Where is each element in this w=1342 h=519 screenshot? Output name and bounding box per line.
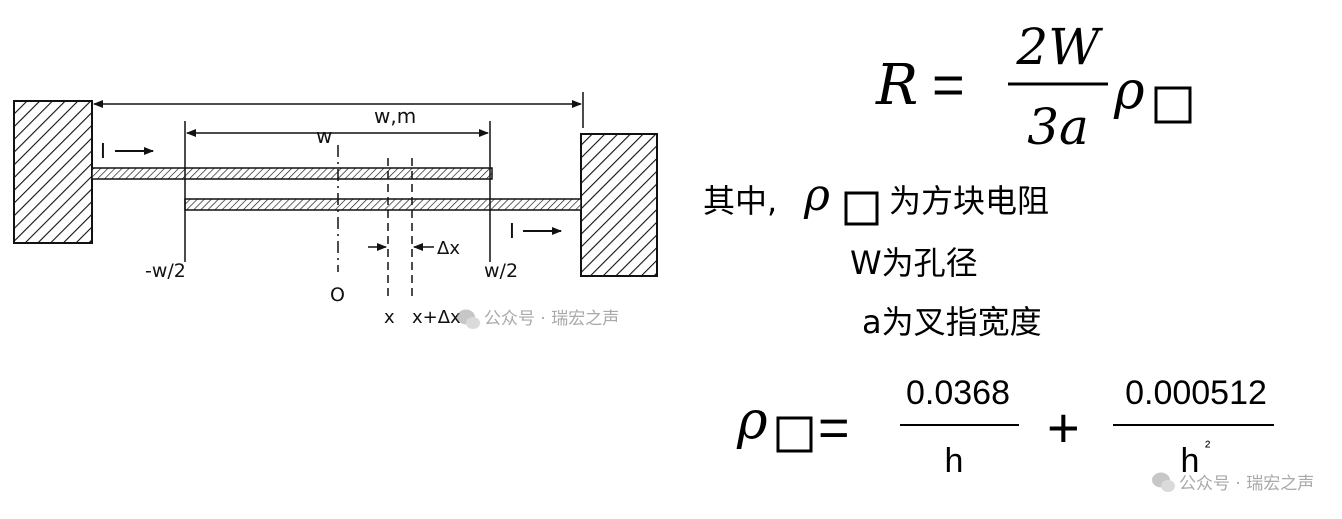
definition-a: a为叉指宽度 <box>862 303 1042 341</box>
wm-label: w,m <box>374 104 416 128</box>
formula-r-square-icon <box>1154 86 1192 124</box>
formula-rho-numerator-1: 0.0368 <box>906 374 1010 412</box>
left-contact-pad <box>13 100 93 244</box>
current-left-label: I <box>100 139 106 163</box>
origin-label: O <box>330 284 345 306</box>
definition-rho: ρ <box>803 170 830 221</box>
upper-finger <box>91 167 493 180</box>
neg-half-width-label: -w/2 <box>145 260 186 282</box>
formula-r-lhs: R <box>875 53 918 118</box>
x-dx-label: x+Δx <box>412 307 461 328</box>
formula-rho-square-icon <box>776 416 813 453</box>
formula-r-numerator: 2W <box>1015 18 1103 76</box>
dx-label: Δx <box>437 238 460 259</box>
formula-r-equals: = <box>932 53 965 116</box>
x-label: x <box>384 307 395 328</box>
formula-rho-numerator-2: 0.000512 <box>1125 374 1267 412</box>
definitions: 其中, ρ 为方块电阻 W为孔径 a为叉指宽度 <box>703 170 1049 341</box>
wechat-icon-bottom <box>1152 472 1175 492</box>
formula-sheet-resistance: ρ = 0.0368 h + 0.000512 h ² <box>736 374 1274 480</box>
formula-rho-equals: = <box>818 398 850 458</box>
formula-rho-lhs: ρ <box>736 391 768 451</box>
formula-rho-denominator-1: h <box>945 442 964 480</box>
definition-w: W为孔径 <box>850 244 978 282</box>
formula-rho-denominator-2: h <box>1181 442 1200 480</box>
lower-finger <box>184 198 582 211</box>
formula-rho-plus: + <box>1047 396 1080 459</box>
definition-rho-meaning: 为方块电阻 <box>889 182 1049 220</box>
formula-r-rho: ρ <box>1113 61 1145 121</box>
definition-prefix: 其中, <box>703 182 777 220</box>
w-label: w <box>316 124 332 148</box>
formula-resistance: R = 2W 3a ρ <box>875 18 1192 156</box>
formula-r-denominator: 3a <box>1027 98 1089 156</box>
right-contact-pad <box>580 133 658 277</box>
pos-half-width-label: w/2 <box>484 260 518 282</box>
formula-rho-exponent: ² <box>1205 439 1211 456</box>
definition-square-icon <box>844 191 879 226</box>
wechat-icon <box>457 309 480 329</box>
current-right-label: I <box>509 219 515 243</box>
watermark-figure: 公众号 · 瑞宏之声 <box>484 309 619 329</box>
watermark-bottom: 公众号 · 瑞宏之声 <box>1179 474 1314 494</box>
